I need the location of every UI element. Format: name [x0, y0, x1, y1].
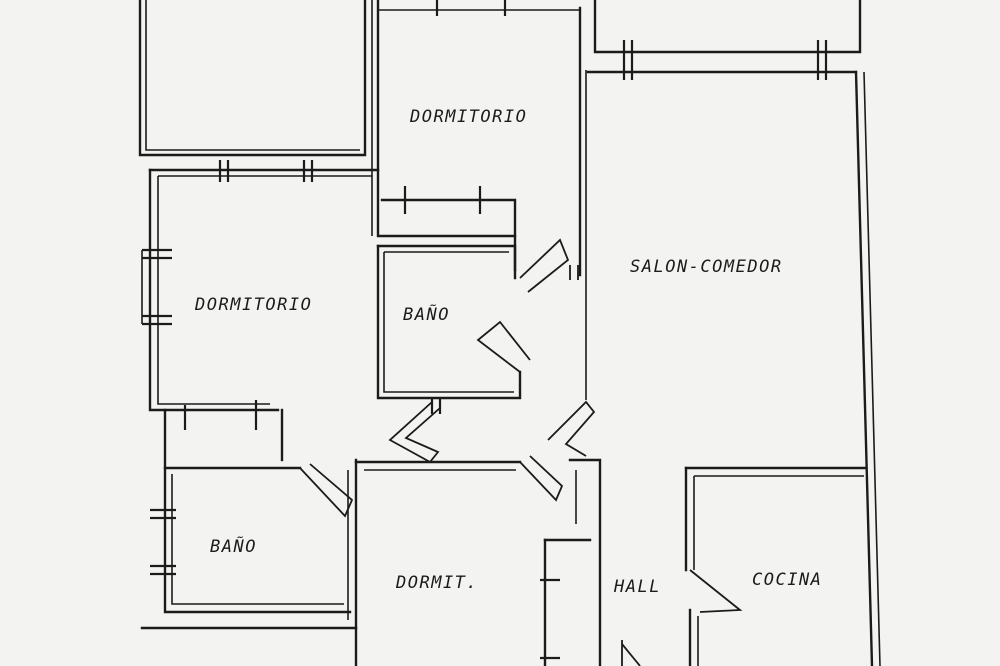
bathroom-door	[476, 238, 570, 373]
room-label-living-dining: SALON-COMEDOR	[630, 257, 783, 277]
room-label-bathroom-center: BAÑO	[403, 303, 450, 325]
room-label-kitchen: COCINA	[752, 570, 822, 590]
hall-doors	[388, 400, 596, 464]
center-bathroom-walls	[376, 244, 522, 400]
entry-door-symbol	[621, 640, 641, 666]
left-bathroom-door	[299, 463, 354, 518]
small-bedroom-door	[519, 455, 564, 502]
closet-walls	[380, 186, 517, 272]
kitchen-door	[689, 569, 743, 613]
top-bedroom-walls	[371, 0, 587, 400]
room-label-bedroom-left: DORMITORIO	[194, 295, 312, 315]
top-left-room-walls	[138, 0, 367, 157]
room-label-small-bedroom: DORMIT.	[395, 573, 478, 593]
hall-door-center	[569, 265, 579, 280]
right-outer-wall	[854, 70, 881, 666]
room-label-bedroom-top: DORMITORIO	[409, 107, 527, 127]
hall-walls	[540, 458, 602, 666]
room-label-bathroom-left: BAÑO	[210, 535, 257, 557]
left-bedroom-walls	[141, 160, 380, 412]
small-bedroom-walls	[140, 458, 522, 666]
top-right-walls	[586, 0, 862, 80]
room-label-hall: HALL	[613, 577, 661, 597]
kitchen-walls	[684, 466, 868, 666]
left-bathroom-walls	[150, 400, 352, 614]
